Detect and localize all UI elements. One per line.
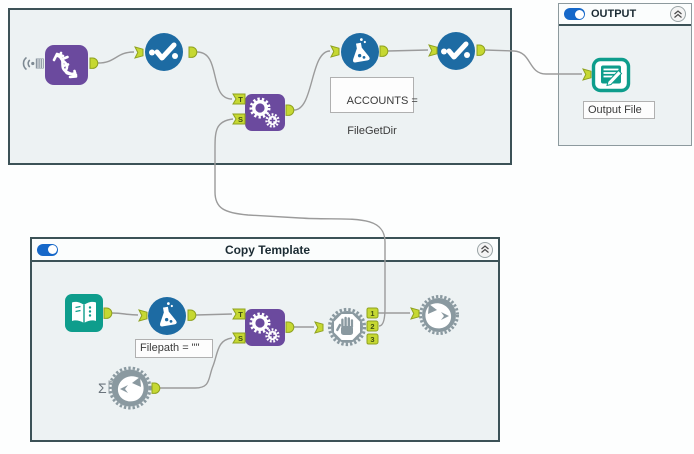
runner-macro-tool-left[interactable] — [108, 366, 152, 410]
anchor-input-outputdata[interactable] — [582, 68, 592, 81]
container-top[interactable] — [8, 8, 512, 165]
anchor-label-3: 3 — [370, 335, 374, 344]
anchor-output-textinput[interactable] — [103, 307, 113, 319]
output-toggle[interactable] — [564, 8, 585, 20]
dna-helix-icon — [52, 51, 78, 79]
anchor-label-s1: S — [238, 115, 243, 124]
wire-unique1-to-gears1[interactable] — [196, 51, 233, 100]
flask-icon — [159, 302, 177, 327]
gears-macro-tool-1[interactable] — [245, 94, 285, 131]
gears-macro-tool-2[interactable] — [245, 309, 285, 346]
wire-textinput-to-formula2[interactable] — [111, 312, 139, 316]
flask-icon — [352, 38, 370, 63]
sigma-icon: Σ — [98, 380, 107, 396]
checkmark-dots-icon — [441, 41, 470, 60]
gears-icon — [249, 312, 280, 343]
container-output-header: OUTPUT — [559, 4, 691, 26]
chevron-up-icon — [674, 9, 682, 18]
output-data-tool[interactable] — [591, 57, 631, 93]
unique-tool-2[interactable] — [437, 32, 475, 70]
checkmark-dots-icon — [149, 42, 178, 61]
anchor-label-t2: T — [238, 310, 243, 319]
wireless-signal-icon — [22, 56, 44, 71]
anchor-output-unique1[interactable] — [188, 46, 198, 58]
output-collapse-button[interactable] — [670, 6, 686, 22]
anchor-output-gears1[interactable] — [285, 104, 295, 116]
copy-template-collapse-button[interactable] — [477, 241, 493, 258]
dna-macro-tool[interactable] — [45, 45, 88, 85]
container-copy-template-title: Copy Template — [224, 242, 311, 257]
anchor-output-gears2[interactable] — [285, 321, 295, 333]
anchor-input-formula2[interactable] — [138, 309, 148, 322]
wire-gears1-to-formula1[interactable] — [293, 50, 331, 111]
anchor-input-unique2[interactable] — [428, 44, 438, 57]
fish-icon — [117, 376, 144, 402]
anchor-label-t1: T — [238, 95, 243, 104]
anchor-output-unique2[interactable] — [476, 44, 486, 56]
chevron-up-icon — [481, 245, 489, 253]
wire-unique2-to-output[interactable] — [484, 49, 582, 75]
annotation-accounts-line2: FileGetDir — [347, 125, 397, 137]
block-until-done-tool[interactable] — [327, 307, 367, 347]
fish-icon — [425, 303, 452, 329]
copy-template-toggle[interactable] — [37, 243, 58, 256]
anchor-output-formula1[interactable] — [379, 45, 389, 57]
container-output-title: OUTPUT — [591, 8, 637, 20]
unique-tool-1[interactable] — [145, 33, 183, 71]
container-copy-template-header: Copy Template — [32, 239, 498, 262]
wire-bud2-to-gears1-s[interactable] — [214, 118, 386, 327]
runner-macro-tool-right[interactable] — [419, 295, 459, 335]
container-output[interactable]: OUTPUT — [558, 3, 692, 146]
wire-fishleft-to-gears2-s[interactable] — [160, 337, 233, 389]
anchor-input-bud[interactable] — [314, 321, 324, 334]
formula-tool-1[interactable] — [341, 33, 379, 71]
anchor-label-2: 2 — [370, 322, 374, 331]
anchor-input-unique1[interactable] — [134, 46, 144, 59]
text-input-tool[interactable] — [65, 294, 103, 332]
annotation-accounts-line1: ACCOUNTS = — [346, 95, 418, 107]
open-book-icon — [72, 301, 96, 323]
annotation-filepath[interactable]: Filepath = "" — [135, 339, 213, 358]
anchor-input-fishright[interactable] — [410, 307, 420, 320]
anchor-output-formula2[interactable] — [187, 309, 197, 321]
anchor-output-fishleft[interactable] — [151, 382, 161, 394]
gears-icon — [249, 97, 280, 128]
anchor-label-s2: S — [238, 334, 243, 343]
wire-dna-to-unique1[interactable] — [97, 51, 135, 64]
container-copy-template[interactable]: Copy Template — [30, 237, 500, 442]
anchor-input-formula1[interactable] — [330, 45, 340, 58]
anchor-label-1: 1 — [370, 309, 374, 318]
formula-tool-2[interactable] — [148, 297, 186, 335]
annotation-output-file[interactable]: Output File — [583, 101, 655, 119]
annotation-accounts[interactable]: ACCOUNTS = FileGetDir — [330, 77, 418, 137]
document-pencil-icon — [601, 65, 623, 87]
wire-formula2-to-gears2[interactable] — [195, 313, 233, 316]
anchor-output-dna[interactable] — [89, 57, 99, 69]
wire-formula1-to-unique2[interactable] — [387, 49, 429, 52]
hand-icon — [336, 316, 354, 335]
